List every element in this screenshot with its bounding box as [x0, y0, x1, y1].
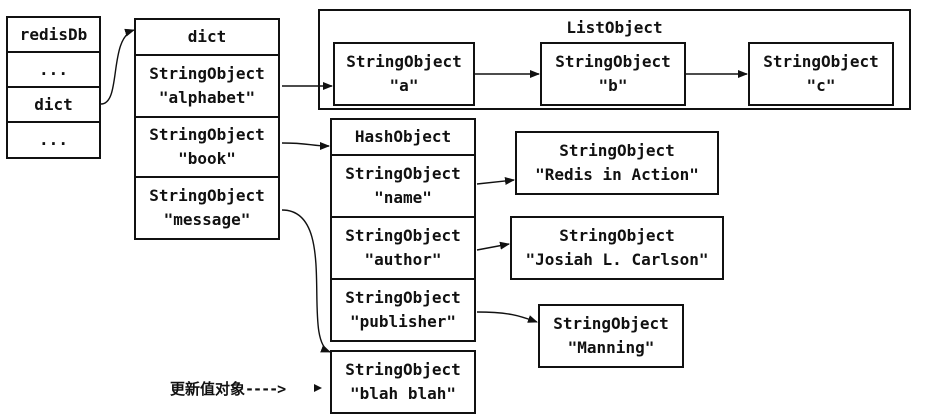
dict-key-book-type: StringObject: [149, 125, 265, 144]
list-item-a: StringObject "a": [333, 42, 475, 106]
arrow-publisher-to-value: [476, 311, 538, 323]
dict-key-message-type: StringObject: [149, 186, 265, 205]
redisdb-title: redisDb: [19, 24, 88, 44]
hash-field-name-type: StringObject: [345, 164, 461, 183]
update-value-label: 更新值对象: [170, 380, 246, 398]
list-item-a-type: StringObject: [346, 52, 462, 71]
redisdb-header: redisDb: [6, 16, 101, 53]
hash-value-1-type: StringObject: [559, 226, 675, 245]
hash-value-josiah: StringObject "Josiah L. Carlson": [510, 216, 724, 280]
dict-key-book: StringObject "book": [134, 116, 280, 178]
message-value-type: StringObject: [345, 360, 461, 379]
hash-field-publisher-value: "publisher": [350, 312, 456, 331]
hash-value-1-value: "Josiah L. Carlson": [525, 250, 709, 269]
annotation-arrowhead: [314, 384, 322, 392]
hash-field-publisher-type: StringObject: [345, 288, 461, 307]
list-item-b-value: "b": [598, 76, 628, 95]
arrow-name-to-value: [476, 176, 515, 185]
hash-field-author-type: StringObject: [345, 226, 461, 245]
dict-header: dict: [134, 18, 280, 56]
arrow-book-to-hash: [281, 141, 330, 150]
dict-key-alphabet: StringObject "alphabet": [134, 54, 280, 118]
redisdb-row-dict-label: dict: [34, 94, 73, 114]
message-value-blah-blah: StringObject "blah blah": [330, 350, 476, 414]
hash-object-title: HashObject: [354, 127, 452, 146]
dict-key-message-value: "message": [163, 210, 251, 229]
arrow-author-to-value: [476, 241, 510, 251]
hash-field-author-value: "author": [364, 250, 442, 269]
list-item-c-type: StringObject: [763, 52, 879, 71]
hash-value-0-value: "Redis in Action": [535, 165, 699, 184]
redisdb-row-3: ...: [6, 121, 101, 159]
message-value-value: "blah blah": [350, 384, 456, 403]
list-item-c: StringObject "c": [748, 42, 894, 106]
redisdb-row-1-label: ...: [39, 59, 68, 79]
arrow-redisdb-to-dict: [100, 28, 135, 105]
list-item-b: StringObject "b": [540, 42, 686, 106]
hash-field-author: StringObject "author": [330, 216, 476, 280]
hash-value-0-type: StringObject: [559, 141, 675, 160]
redisdb-row-dict: dict: [6, 86, 101, 123]
hash-object-header: HashObject: [330, 118, 476, 156]
dict-key-alphabet-type: StringObject: [149, 64, 265, 83]
hash-value-2-type: StringObject: [553, 314, 669, 333]
hash-value-redis-in-action: StringObject "Redis in Action": [515, 131, 719, 195]
hash-field-name-value: "name": [374, 188, 432, 207]
dict-key-book-value: "book": [178, 149, 236, 168]
update-value-annotation: 更新值对象---->: [170, 378, 286, 399]
hash-value-manning: StringObject "Manning": [538, 304, 684, 368]
dict-key-alphabet-value: "alphabet": [158, 88, 256, 107]
list-item-c-value: "c": [806, 76, 836, 95]
redisdb-row-3-label: ...: [39, 130, 68, 149]
list-object-title: ListObject: [566, 18, 663, 37]
list-item-a-value: "a": [389, 76, 419, 95]
arrow-message-to-blah: [281, 209, 331, 353]
list-item-b-type: StringObject: [555, 52, 671, 71]
hash-field-publisher: StringObject "publisher": [330, 278, 476, 342]
dict-key-message: StringObject "message": [134, 176, 280, 240]
update-value-arrow-text: ---->: [245, 380, 286, 398]
hash-value-2-value: "Manning": [567, 338, 655, 357]
dict-title: dict: [187, 27, 227, 46]
